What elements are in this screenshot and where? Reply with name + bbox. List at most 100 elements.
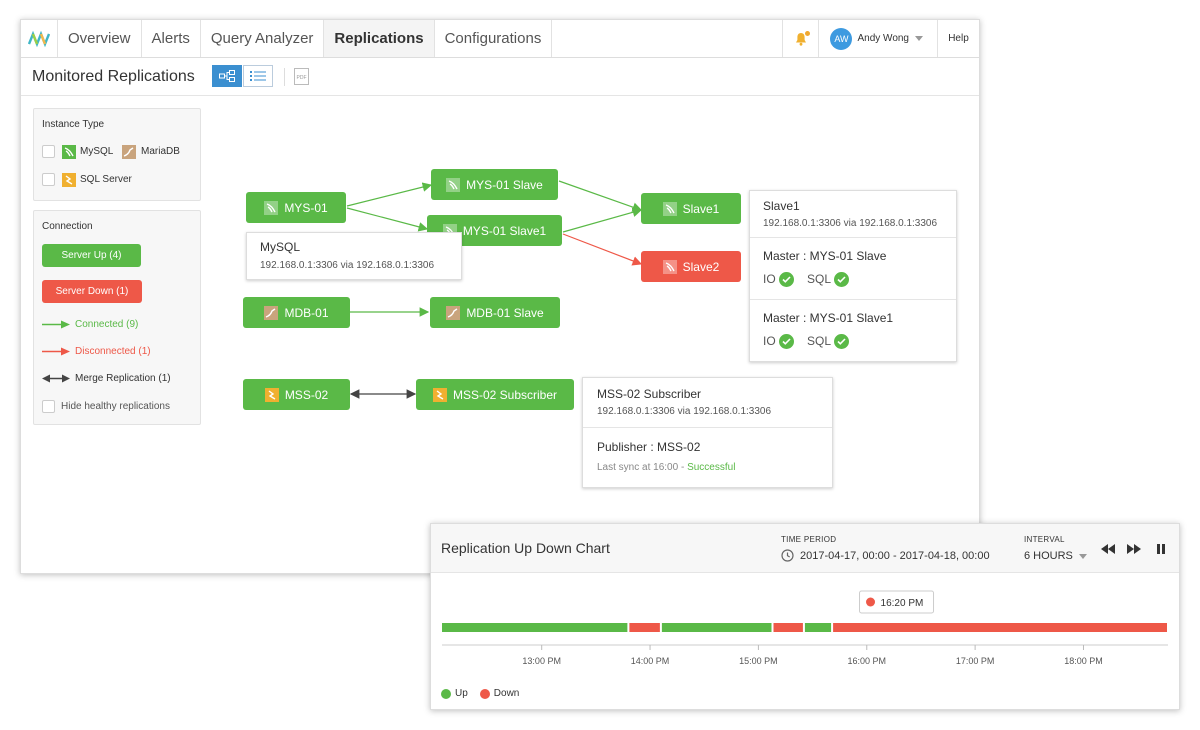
server-up-filter[interactable]: Server Up (4) — [42, 244, 141, 267]
sqlserver-label: SQL Server — [80, 174, 132, 185]
mysql-icon — [662, 259, 677, 274]
io-status: IO — [763, 272, 795, 288]
help-button[interactable]: Help — [937, 20, 979, 57]
master-label: Master : MYS-01 Slave1 — [763, 311, 894, 325]
edge-mys01-to-slave[interactable] — [346, 182, 433, 207]
mariadb-icon — [446, 305, 461, 320]
timeline-segment-up[interactable] — [661, 623, 772, 632]
timeline-segments — [442, 623, 1167, 632]
io-status: IO — [763, 334, 795, 350]
tooltip-slave1: Slave1 192.168.0.1:3306 via 192.168.0.1:… — [749, 190, 957, 362]
timeline-segment-up[interactable] — [804, 623, 832, 632]
node-label: MYS-01 Slave — [466, 177, 543, 192]
node-mys01-slave[interactable]: MYS-01 Slave — [431, 169, 558, 200]
time-period-label: TIME PERIOD — [781, 535, 837, 544]
tooltip-mysql: MySQL 192.168.0.1:3306 via 192.168.0.1:3… — [246, 232, 462, 280]
merge-label: Merge Replication (1) — [75, 373, 171, 384]
node-mss02[interactable]: MSS-02 — [243, 379, 350, 410]
last-sync: Last sync at 16:00 - Successful — [597, 462, 735, 473]
edge-slave1-to-slave2[interactable] — [562, 233, 643, 266]
forward-button[interactable] — [1127, 542, 1141, 556]
toolbar-divider — [284, 68, 285, 86]
server-down-filter[interactable]: Server Down (1) — [42, 280, 142, 303]
node-mys01-slave1[interactable]: MYS-01 Slave1 — [427, 215, 562, 246]
publisher-section: Publisher : MSS-02 Last sync at 16:00 - … — [583, 427, 832, 487]
replication-edges — [346, 180, 643, 399]
node-mdb01-slave[interactable]: MDB-01 Slave — [430, 297, 560, 328]
sqlserver-icon — [432, 387, 447, 402]
edge-slave1-to-slave1-node[interactable] — [562, 207, 643, 233]
tab-overview[interactable]: Overview — [58, 20, 142, 57]
tab-replications[interactable]: Replications — [324, 20, 435, 57]
replications-window: Overview Alerts Query Analyzer Replicati… — [20, 19, 980, 574]
tooltip-title: Slave1 — [763, 199, 800, 213]
marker-dot — [866, 597, 876, 607]
diagram-view-button[interactable] — [212, 65, 242, 87]
tab-alerts[interactable]: Alerts — [142, 20, 201, 57]
edge-mys01-to-slave1[interactable] — [346, 207, 429, 232]
legend-up-label: Up — [455, 688, 468, 699]
interval-select[interactable]: 6 HOURS — [1024, 550, 1087, 562]
user-name: Andy Wong — [857, 33, 909, 44]
check-icon — [833, 272, 849, 288]
node-label: MYS-01 Slave1 — [462, 223, 547, 238]
user-menu[interactable]: AW Andy Wong — [818, 20, 937, 57]
node-label: MDB-01 Slave — [466, 305, 544, 320]
app-logo[interactable] — [21, 20, 58, 57]
pause-button[interactable] — [1154, 542, 1168, 556]
timeline-segment-down[interactable] — [773, 623, 803, 632]
node-mss02-subscriber[interactable]: MSS-02 Subscriber — [416, 379, 574, 410]
node-mdb01[interactable]: MDB-01 — [243, 297, 350, 328]
chart-header: Replication Up Down Chart TIME PERIOD 20… — [431, 524, 1179, 573]
sql-status: SQL — [807, 272, 849, 288]
timeline-segment-down[interactable] — [629, 623, 660, 632]
timeline-segment-down[interactable] — [833, 623, 1167, 632]
pdf-export-button[interactable]: PDF — [294, 68, 309, 85]
tick-label: 16:00 PM — [847, 656, 886, 666]
tick-label: 14:00 PM — [631, 656, 670, 666]
last-sync-label: Last sync at 16:00 - — [597, 462, 688, 473]
logo-icon — [28, 30, 50, 47]
disconnected-arrow-icon — [42, 347, 70, 356]
hide-healthy-checkbox[interactable] — [42, 400, 55, 413]
master-section-2: Master : MYS-01 Slave1 IO SQL — [750, 299, 956, 361]
edge-slave-to-slave1[interactable] — [558, 180, 643, 212]
rewind-icon — [1101, 544, 1115, 554]
tick-label: 15:00 PM — [739, 656, 778, 666]
connected-label: Connected (9) — [75, 319, 139, 330]
notifications-button[interactable] — [782, 20, 818, 57]
node-slave1[interactable]: Slave1 — [641, 193, 741, 224]
timeline-marker[interactable]: 16:20 PM — [859, 590, 935, 614]
io-label: IO — [763, 272, 776, 286]
chevron-down-icon — [915, 36, 923, 41]
marker-tooltip — [859, 590, 935, 614]
mysql-checkbox[interactable] — [42, 145, 55, 158]
merge-arrow-icon — [42, 374, 70, 383]
master-section-1: Master : MYS-01 Slave IO SQL — [750, 237, 956, 299]
tooltip-title: MSS-02 Subscriber — [597, 387, 702, 401]
node-label: MSS-02 — [284, 387, 329, 402]
interval-value: 6 HOURS — [1024, 550, 1073, 562]
mysql-icon — [62, 145, 76, 159]
instance-type-panel: Instance Type MySQL MariaDB SQL Server — [33, 108, 201, 201]
check-icon — [779, 272, 795, 288]
check-icon — [779, 334, 795, 350]
tick-label: 13:00 PM — [522, 656, 561, 666]
sqlserver-checkbox[interactable] — [42, 173, 55, 186]
node-slave2[interactable]: Slave2 — [641, 251, 741, 282]
up-down-chart-panel: Replication Up Down Chart TIME PERIOD 20… — [430, 523, 1180, 710]
tab-configurations[interactable]: Configurations — [435, 20, 553, 57]
node-label: Slave1 — [682, 201, 720, 216]
rewind-button[interactable] — [1101, 542, 1115, 556]
node-mys01[interactable]: MYS-01 — [246, 192, 346, 223]
chart-title: Replication Up Down Chart — [441, 540, 610, 556]
time-period-picker[interactable]: 2017-04-17, 00:00 - 2017-04-18, 00:00 — [781, 549, 990, 562]
page-title: Monitored Replications — [32, 68, 195, 85]
mysql-icon — [446, 177, 461, 192]
timeline-segment-up[interactable] — [442, 623, 628, 632]
mariadb-icon — [264, 305, 279, 320]
tab-query-analyzer[interactable]: Query Analyzer — [201, 20, 325, 57]
tick-label: 18:00 PM — [1064, 656, 1103, 666]
instance-type-title: Instance Type — [42, 119, 105, 130]
list-view-button[interactable] — [243, 65, 273, 87]
